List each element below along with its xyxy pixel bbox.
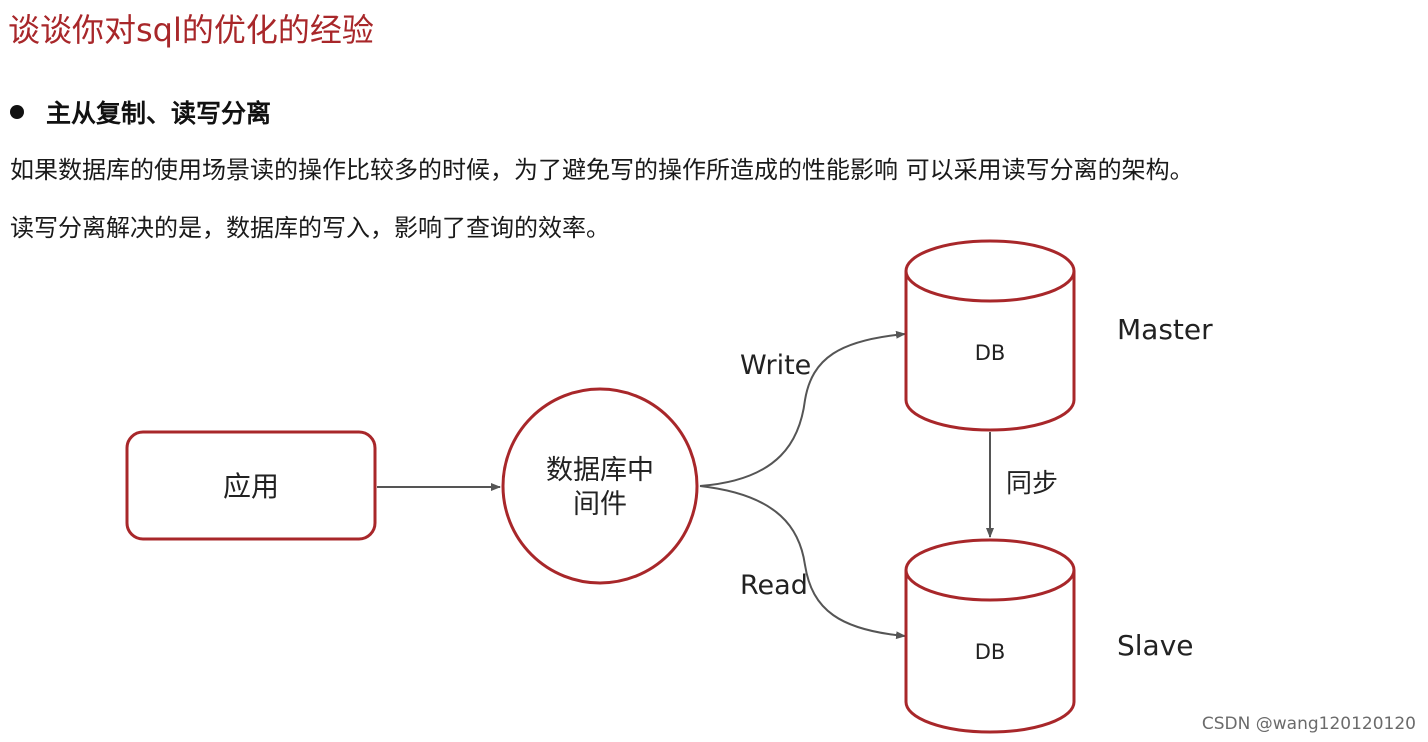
- page-title: 谈谈你对sql的优化的经验: [8, 11, 374, 49]
- sync-label: 同步: [1006, 469, 1058, 499]
- slave-db-top: [904, 538, 1076, 602]
- bullet-dot-icon: [10, 105, 24, 119]
- slave-db-node: DB: [904, 538, 1076, 734]
- paragraph-1: 如果数据库的使用场景读的操作比较多的时候，为了避免写的操作所造成的性能影响 可以…: [10, 156, 1194, 184]
- slave-db-cylinder: [904, 570, 1076, 734]
- paragraph-2: 读写分离解决的是，数据库的写入，影响了查询的效率。: [10, 214, 610, 242]
- read-label: Read: [740, 570, 808, 601]
- write-label: Write: [740, 350, 811, 381]
- read-arrow: [699, 485, 906, 640]
- middleware-circle: [501, 387, 699, 585]
- write-arrow: [699, 330, 906, 487]
- master-db-cylinder: [904, 271, 1076, 432]
- middleware-label-line1: 数据库中: [546, 455, 654, 486]
- app-box: [125, 430, 377, 541]
- middleware-label-line2: 间件: [573, 489, 627, 520]
- master-db-label: DB: [975, 341, 1006, 365]
- slave-name: Slave: [1117, 629, 1194, 662]
- bullet-heading: 主从复制、读写分离: [10, 92, 271, 132]
- watermark-footer: CSDN @wang120120120: [1201, 714, 1416, 734]
- app-node: 应用: [125, 430, 377, 541]
- middleware-node: 数据库中 间件: [501, 387, 699, 585]
- master-db-top: [904, 239, 1076, 303]
- master-db-node: DB: [904, 239, 1076, 432]
- master-name: Master: [1117, 313, 1213, 346]
- slave-db-label: DB: [975, 640, 1006, 664]
- app-label: 应用: [223, 470, 279, 503]
- bullet-heading-text: 主从复制、读写分离: [46, 99, 272, 128]
